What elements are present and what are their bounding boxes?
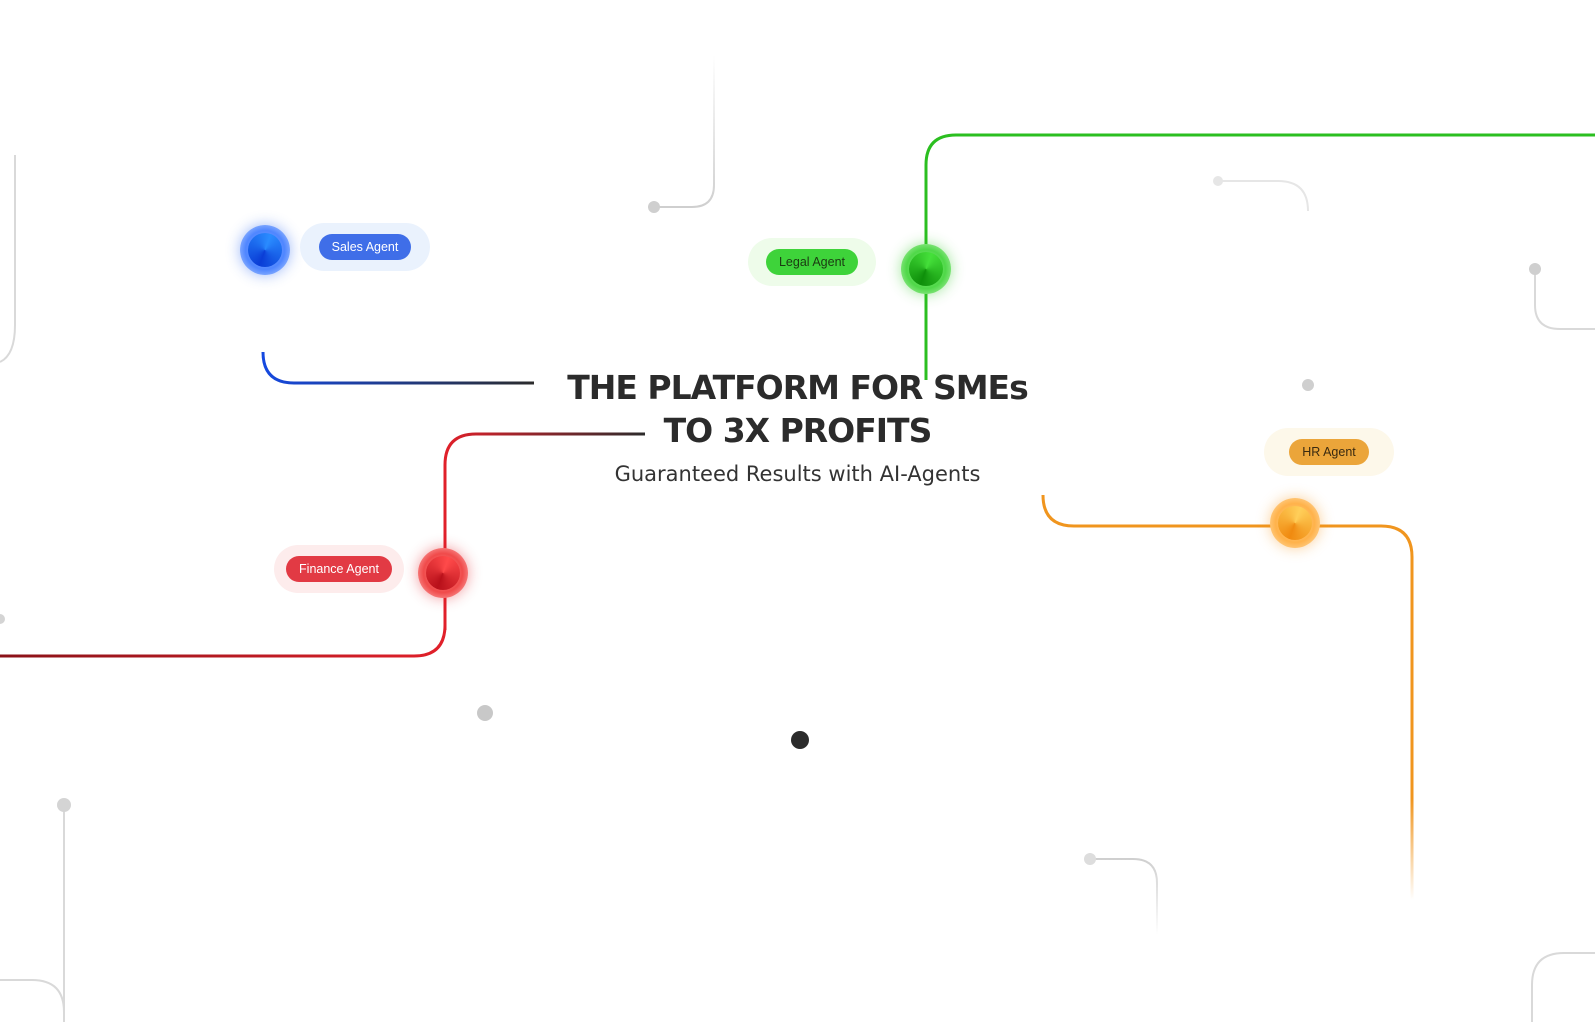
sales-trace-horizontal: [261, 351, 534, 385]
finance-trace-upper: [443, 432, 645, 630]
center-dot: [791, 731, 809, 749]
sales-agent-pill[interactable]: Sales Agent: [318, 234, 412, 260]
decor-traces: [0, 55, 1595, 1022]
hr-agent-pill[interactable]: HR Agent: [1289, 439, 1369, 465]
decor-dot: [1084, 853, 1096, 865]
hr-trace-main: [1041, 494, 1414, 900]
legal-agent-halo: Legal Agent: [748, 238, 876, 286]
hr-agent-halo: HR Agent: [1264, 428, 1394, 476]
decor-trace-left-edge: [0, 155, 16, 363]
decor-trace-bottom-right: [1090, 858, 1158, 935]
decor-dot: [57, 798, 71, 812]
decor-dots: [0, 176, 1541, 865]
sales-node-icon[interactable]: [240, 225, 290, 275]
hero-title-line1: THE PLATFORM FOR SMEs: [567, 368, 1028, 407]
finance-node-icon[interactable]: [418, 548, 468, 598]
decor-dot: [1529, 263, 1541, 275]
decor-dot: [0, 614, 5, 624]
decor-dot: [1213, 176, 1223, 186]
hero-title-line2: TO 3X PROFITS: [663, 411, 933, 450]
decor-dot: [477, 705, 493, 721]
hero-subtitle: Guaranteed Results with AI-Agents: [614, 462, 981, 486]
sales-agent-halo: Sales Agent: [300, 223, 430, 271]
decor-dot: [648, 201, 660, 213]
hero: THE PLATFORM FOR SMEs TO 3X PROFITS Guar…: [0, 366, 1595, 486]
finance-trace-lower: [0, 600, 447, 658]
agent-traces: [0, 0, 1595, 900]
legal-agent-pill[interactable]: Legal Agent: [765, 249, 859, 275]
decor-trace-corner-right: [1531, 952, 1595, 1022]
finance-agent-halo: Finance Agent: [274, 545, 404, 593]
decor-trace-top-center: [654, 55, 715, 208]
decor-trace-right-hook: [1218, 180, 1309, 212]
decor-trace-bottom-corner: [0, 979, 65, 1013]
finance-agent-pill[interactable]: Finance Agent: [286, 556, 392, 582]
legal-trace-top: [924, 133, 1595, 380]
decor-trace-far-right: [1534, 269, 1595, 330]
hero-title: THE PLATFORM FOR SMEs TO 3X PROFITS: [0, 366, 1595, 452]
decor-dot: [1302, 379, 1314, 391]
hr-node-icon[interactable]: [1270, 498, 1320, 548]
legal-node-icon[interactable]: [901, 244, 951, 294]
